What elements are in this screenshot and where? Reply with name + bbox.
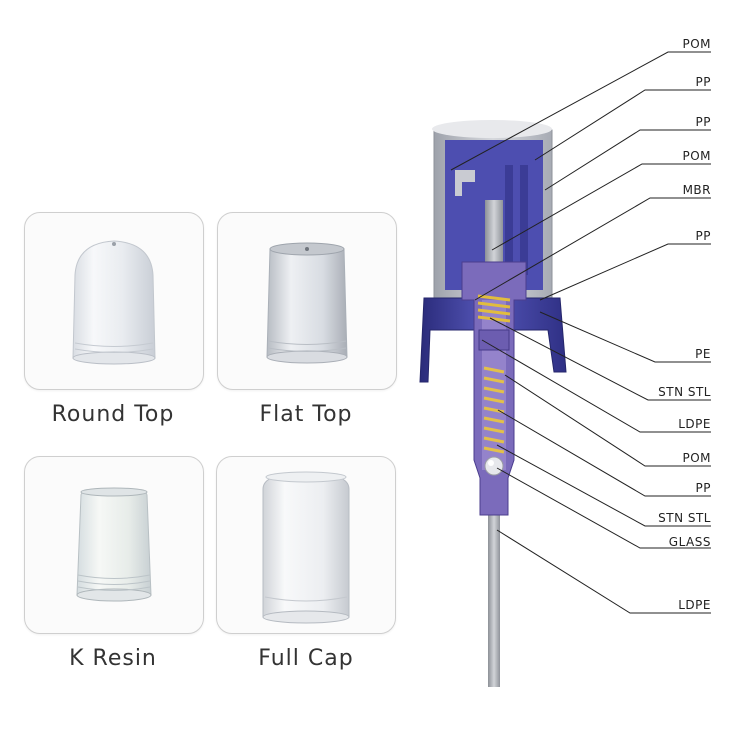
full-cap-image xyxy=(262,471,350,624)
material-label-glass: GLASS xyxy=(669,535,711,549)
flat-top-label: Flat Top xyxy=(259,402,353,427)
full-cap-card xyxy=(216,456,396,634)
material-label-pom-2: POM xyxy=(682,149,711,163)
round-top-cap-image xyxy=(72,240,156,365)
glass-ball xyxy=(484,456,504,476)
k-resin-label: K Resin xyxy=(69,646,157,671)
k-resin-card xyxy=(24,456,204,634)
material-label-pe: PE xyxy=(695,347,711,361)
flat-top-card xyxy=(217,212,397,390)
closure-housing xyxy=(419,297,567,383)
dip-tube xyxy=(488,505,500,687)
material-label-pp-3: PP xyxy=(696,229,711,243)
material-label-ldpe-1: LDPE xyxy=(678,417,711,431)
leader-lines xyxy=(450,51,711,614)
material-label-pom-3: POM xyxy=(682,451,711,465)
k-resin-cap-image xyxy=(76,487,152,602)
round-top-label: Round Top xyxy=(51,402,175,427)
material-label-pom-1: POM xyxy=(682,37,711,51)
material-label-mbr: MBR xyxy=(683,183,711,197)
piston xyxy=(478,329,510,351)
round-top-card xyxy=(24,212,204,390)
material-label-ldpe-2: LDPE xyxy=(678,598,711,612)
material-label-stn-stl-1: STN STL xyxy=(658,385,711,399)
material-label-stn-stl-2: STN STL xyxy=(658,511,711,525)
material-label-pp-1: PP xyxy=(696,75,711,89)
full-cap-label: Full Cap xyxy=(258,646,354,671)
flat-top-cap-image xyxy=(266,242,348,364)
material-label-pp-2: PP xyxy=(696,115,711,129)
upper-spring xyxy=(477,294,511,323)
lower-spring xyxy=(483,366,505,454)
material-label-pp-4: PP xyxy=(696,481,711,495)
